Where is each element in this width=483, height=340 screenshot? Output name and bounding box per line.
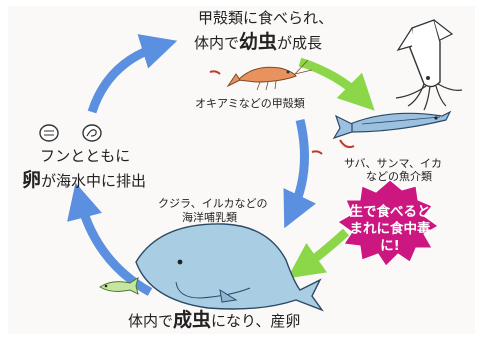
mammal-host-line1: クジラ、イルカなどの [158, 197, 268, 210]
small-fish-icon [99, 276, 139, 295]
fish-stage-label: サバ、サンマ、イカ などの魚介類 [344, 157, 443, 183]
krill-icon [209, 59, 313, 91]
food-poisoning-warning: 生で食べると まれに食中毒に! [340, 204, 440, 255]
fish-stage-line2: などの魚介類 [366, 169, 432, 183]
arrow-crustacean-to-mammal [283, 118, 316, 229]
crustacean-example-label: オキアミなどの甲殻類 [195, 97, 305, 110]
adult-stage-caption: 体内で成虫になり、産卵 [128, 309, 301, 332]
crustacean-stage-suffix: が成長 [277, 34, 323, 52]
fish-stage-line1: サバ、サンマ、イカ [344, 157, 443, 170]
arrow-crustacean-to-fish [298, 57, 375, 111]
warning-line2: まれに食中毒に! [349, 220, 431, 254]
arrow-mammal-to-egg [67, 182, 153, 296]
crustacean-stage-line1: 甲殻類に食べられ、 [198, 9, 334, 27]
fish-icon [311, 110, 452, 155]
warning-line1: 生で食べると [349, 204, 431, 220]
adult-keyword: 成虫 [173, 309, 212, 331]
arrow-egg-to-crustacean [87, 34, 178, 114]
warning-burst [337, 179, 439, 267]
adult-stage-suffix: になり、産卵 [211, 312, 301, 330]
larva-keyword: 幼虫 [239, 31, 278, 53]
egg-stage-line1: フンとともに [40, 147, 131, 165]
crustacean-stage-line2: 体内で幼虫が成長 [194, 31, 323, 54]
larva-egg-icon [82, 124, 102, 142]
egg-stage-line2: 卵が海水中に排出 [22, 169, 147, 192]
mammal-host-line2: 海洋哺乳類 [182, 211, 237, 224]
egg-keyword: 卵 [22, 169, 42, 191]
crustacean-stage-prefix: 体内で [194, 34, 240, 52]
arrow-fish-to-mammal [287, 228, 350, 279]
egg-stage-suffix: が海水中に排出 [41, 172, 147, 190]
whale-icon [135, 223, 324, 312]
egg-icon [39, 124, 59, 142]
adult-stage-prefix: 体内で [128, 312, 174, 330]
squid-icon [395, 19, 463, 111]
